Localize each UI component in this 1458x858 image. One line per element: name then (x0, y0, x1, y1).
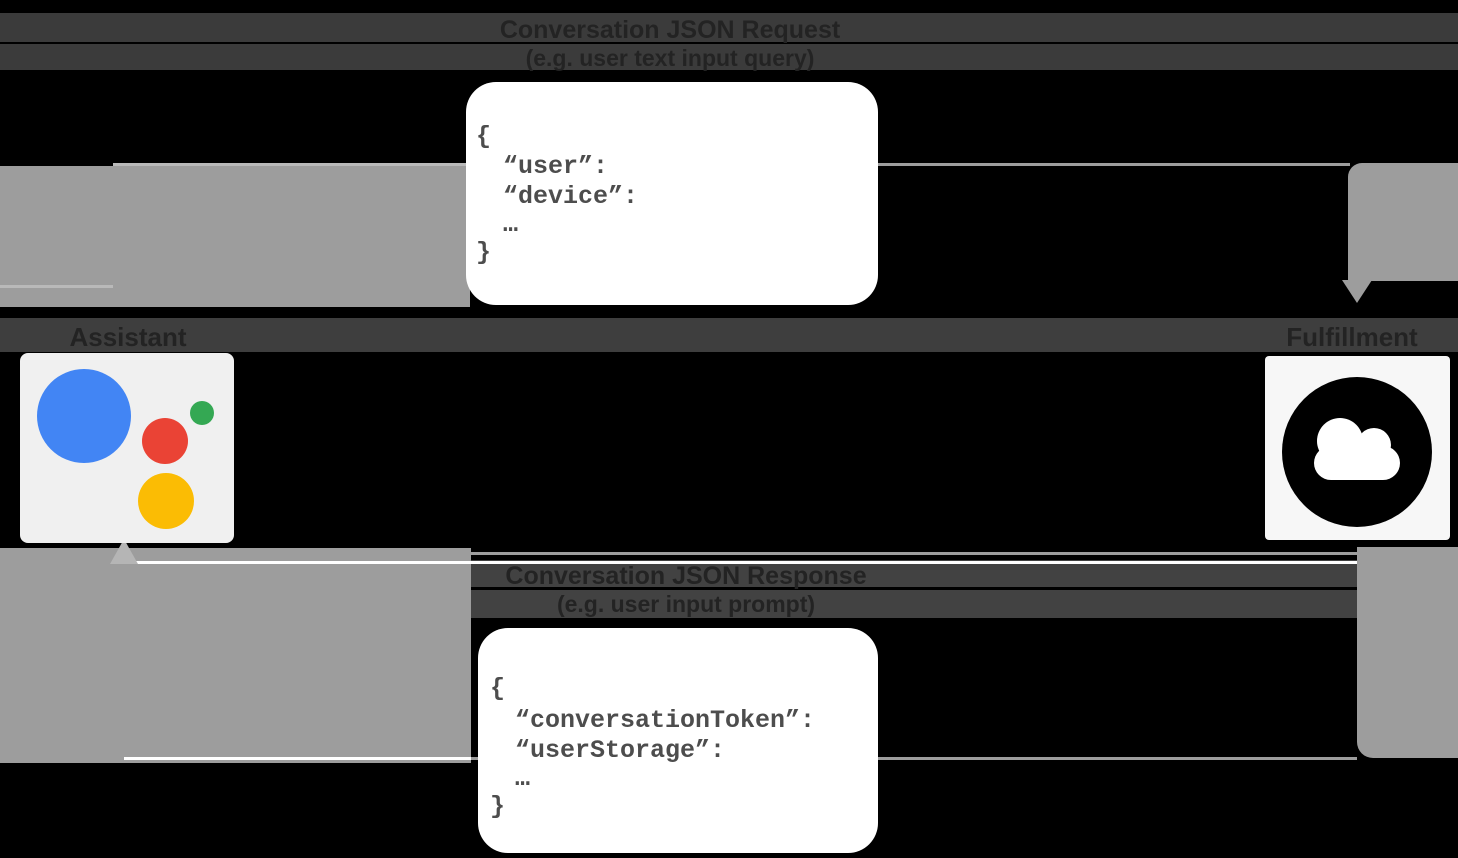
response-arrow-top-highlight (131, 561, 1357, 564)
response-json-field-userstorage: “userStorage”: (515, 736, 726, 765)
request-subtitle-band (0, 44, 1458, 70)
request-arrow-top-edge (113, 163, 470, 166)
response-json-open-brace: { (490, 674, 506, 703)
request-title-band (0, 13, 1458, 42)
fulfillment-tile (1265, 356, 1450, 540)
response-subtitle: (e.g. user input prompt) (556, 591, 816, 617)
request-arrow-bottom-edge (0, 285, 113, 288)
request-arrow-elbow (1348, 163, 1458, 281)
response-arrowhead-icon (110, 539, 138, 564)
response-arrow-bottom-line (471, 757, 1357, 760)
request-arrowhead-icon (1342, 280, 1372, 303)
response-title: Conversation JSON Response (505, 562, 867, 590)
request-payload-card: { “user”: “device”: … } (466, 82, 878, 305)
request-subtitle: (e.g. user text input query) (525, 45, 815, 71)
request-json-open-brace: { (476, 122, 492, 151)
request-json-field-user: “user”: (503, 152, 609, 181)
request-arrow-line (878, 163, 1350, 166)
node-label-band (0, 318, 1458, 352)
response-json-field-conversationtoken: “conversationToken”: (515, 706, 816, 735)
request-json-close-brace: } (476, 238, 492, 267)
request-title: Conversation JSON Request (499, 16, 841, 44)
response-payload-card: { “conversationToken”: “userStorage”: … … (478, 628, 878, 853)
response-arrow-elbow (1357, 547, 1458, 758)
assistant-logo-red-circle (142, 418, 188, 464)
fulfillment-label: Fulfillment (1286, 322, 1418, 352)
response-json-ellipsis: … (515, 764, 531, 793)
request-json-field-device: “device”: (503, 182, 639, 211)
assistant-logo-blue-circle (37, 369, 131, 463)
request-json-ellipsis: … (503, 210, 519, 239)
assistant-label: Assistant (69, 322, 187, 352)
assistant-tile (20, 353, 234, 543)
response-arrow-bottom-highlight (124, 757, 471, 760)
assistant-logo-green-circle (190, 401, 214, 425)
request-arrow-body (0, 166, 470, 307)
response-json-close-brace: } (490, 792, 506, 821)
response-arrow-body (0, 548, 471, 763)
cloud-icon-base (1314, 446, 1400, 480)
assistant-logo-yellow-circle (138, 473, 194, 529)
response-arrow-top-line (131, 552, 1357, 555)
